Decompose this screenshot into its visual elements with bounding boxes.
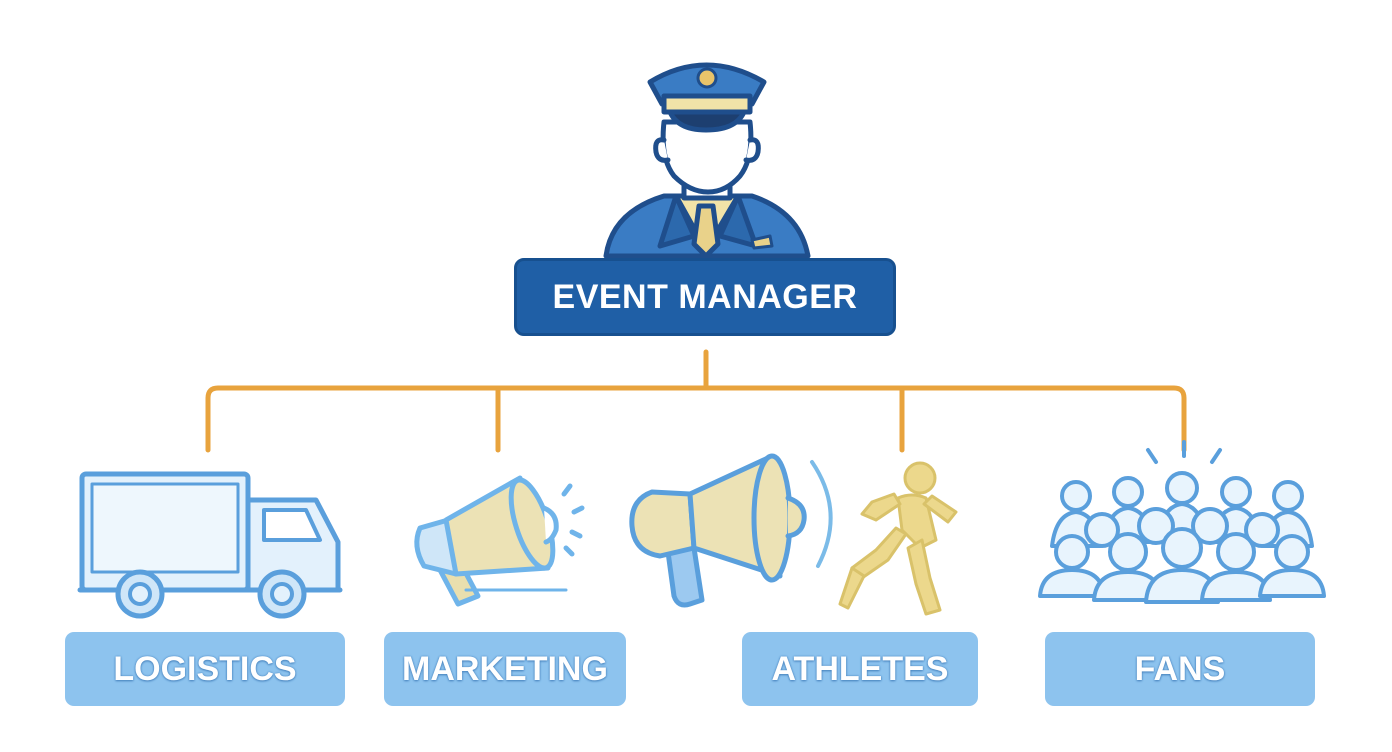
event-manager-officer-icon <box>603 62 811 259</box>
crowd-icon <box>1038 440 1326 604</box>
athletes-label: ATHLETES <box>771 649 949 688</box>
event-manager-box: EVENT MANAGER <box>514 258 896 336</box>
delivery-truck-icon <box>77 471 343 619</box>
connector-bar <box>205 385 1187 453</box>
event-manager-label: EVENT MANAGER <box>552 277 858 316</box>
marketing-box: MARKETING <box>384 632 626 706</box>
logistics-box: LOGISTICS <box>65 632 345 706</box>
megaphone-icon <box>414 475 585 607</box>
fans-box: FANS <box>1045 632 1315 706</box>
connector-lines <box>205 349 1187 453</box>
fans-label: FANS <box>1134 649 1226 688</box>
athletes-box: ATHLETES <box>742 632 978 706</box>
logistics-label: LOGISTICS <box>113 649 297 688</box>
marketing-label: MARKETING <box>402 649 608 688</box>
megaphone-runner-icon <box>629 453 958 616</box>
